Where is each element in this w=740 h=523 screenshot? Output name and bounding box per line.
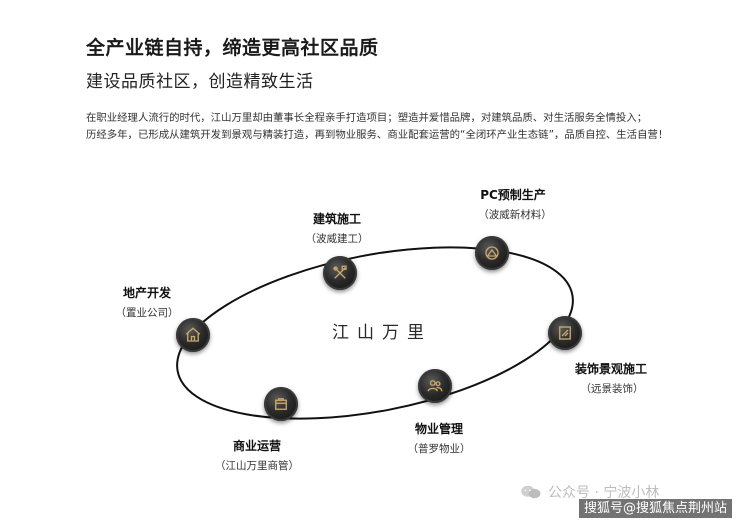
- node-sub-construction: （波威建工）: [305, 233, 369, 245]
- node-sub-property: （普罗物业）: [407, 443, 471, 455]
- node-label-property: 物业管理: [414, 422, 463, 436]
- wechat-icon: [521, 485, 541, 499]
- node-sub-real-estate: （置业公司）: [115, 307, 179, 319]
- sohu-watermark: 搜狐号@搜狐焦点荆州站: [578, 499, 732, 518]
- prefab-icon: [475, 236, 509, 270]
- center-logo: 江山万里: [332, 323, 432, 343]
- wechat-watermark: 公众号 · 宁波小林: [520, 482, 659, 502]
- node-label-real-estate: 地产开发: [122, 286, 171, 300]
- node-label-pc-prefab: PC预制生产: [480, 188, 546, 202]
- page-subtitle: 建设品质社区，创造精致生活: [86, 72, 314, 92]
- shop-icon: [264, 387, 298, 421]
- node-label-decoration: 装饰景观施工: [574, 362, 647, 376]
- node-label-construction: 建筑施工: [312, 212, 361, 226]
- node-sub-pc-prefab: （波威新材料）: [478, 209, 552, 221]
- page-title: 全产业链自持，缔造更高社区品质: [86, 37, 379, 59]
- blueprint-icon: [548, 316, 582, 350]
- node-sub-decoration: （远景装饰）: [580, 383, 644, 395]
- body-text-line-2: 历经多年，已形成从建筑开发到景观与精装打造，再到物业服务、商业配套运营的“全闭环…: [86, 129, 669, 141]
- people-icon: [418, 369, 452, 403]
- node-sub-commercial: （江山万里商管）: [215, 460, 299, 472]
- tools-icon: [323, 256, 357, 290]
- body-text-line-1: 在职业经理人流行的时代，江山万里却由董事长全程亲手打造项目；塑造并爱惜品牌，对建…: [86, 112, 648, 124]
- node-label-commercial: 商业运营: [232, 439, 281, 453]
- wechat-watermark-text: 公众号 · 宁波小林: [548, 485, 660, 501]
- house-icon: [176, 318, 210, 352]
